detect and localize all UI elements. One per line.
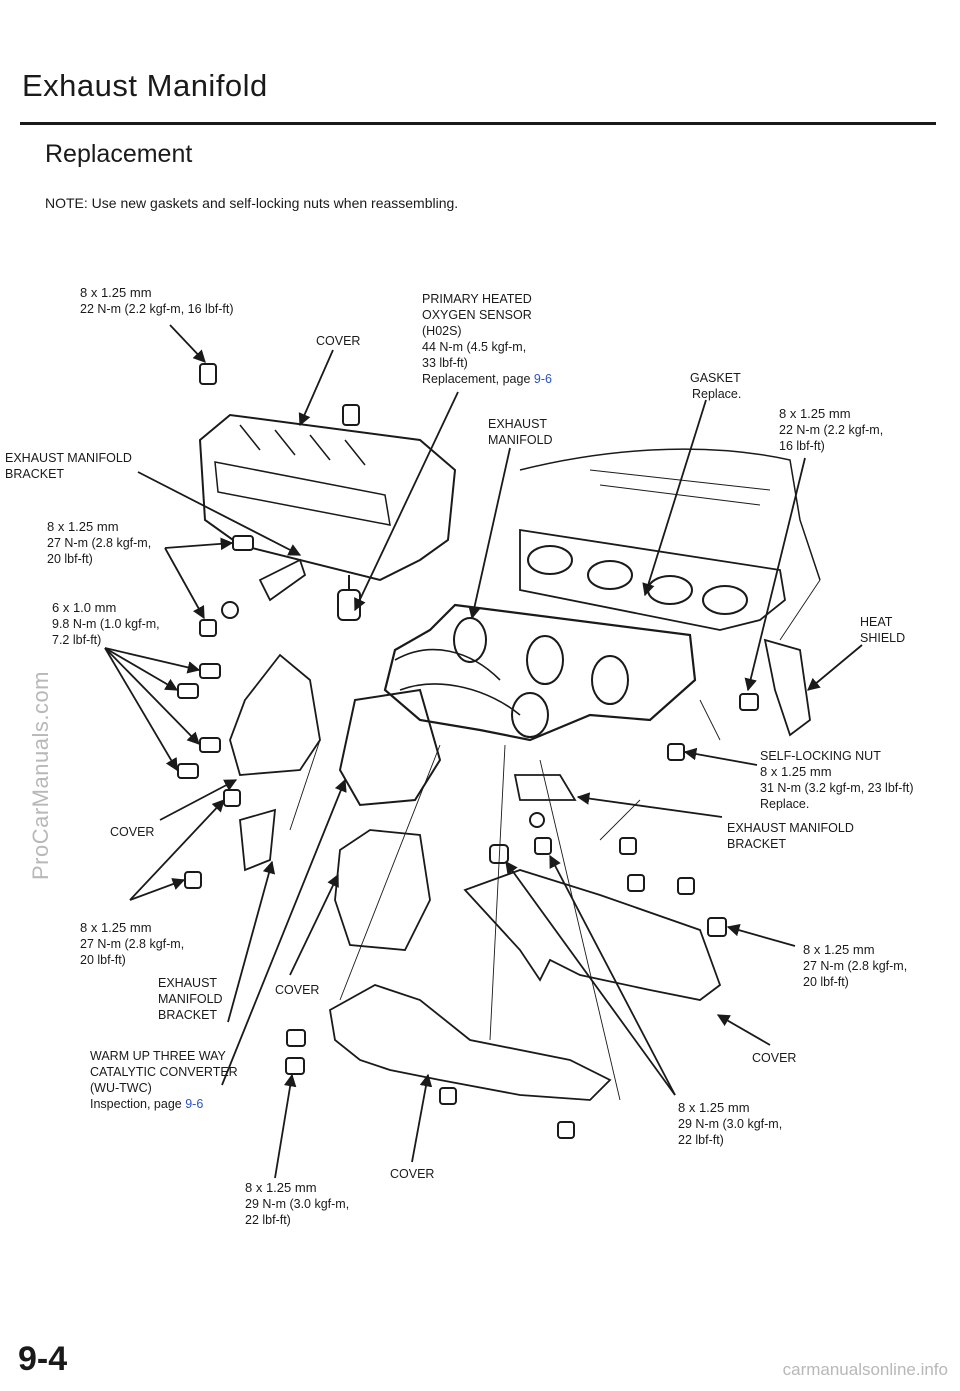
label-bolt-top-right: 8 x 1.25 mm 22 N-m (2.2 kgf-m, 16 lbf-ft…	[779, 406, 884, 453]
lower-bracket-shape	[463, 869, 722, 1001]
label-bolt-right-2: 8 x 1.25 mm 29 N-m (3.0 kgf-m, 22 lbf-ft…	[678, 1100, 783, 1147]
label-catalytic-converter: WARM UP THREE WAY CATALYTIC CONVERTER (W…	[90, 1049, 238, 1111]
label-bolt-left-2: 6 x 1.0 mm 9.8 N-m (1.0 kgf-m, 7.2 lbf-f…	[52, 600, 160, 647]
label-bolt-top-left: 8 x 1.25 mm 22 N-m (2.2 kgf-m, 16 lbf-ft…	[80, 285, 234, 316]
label-bracket-right: EXHAUST MANIFOLD BRACKET	[727, 821, 854, 851]
bracket-left-shape	[258, 558, 307, 602]
page-title: Exhaust Manifold	[22, 68, 268, 103]
watermark-footer: carmanualsonline.info	[782, 1360, 948, 1379]
bracket-right-shape	[513, 774, 577, 801]
label-heat-shield: HEAT SHIELD	[860, 615, 906, 645]
lower-center-cover-shape	[334, 829, 431, 951]
bottom-cover-shape	[329, 984, 612, 1101]
engine-block-outline	[519, 448, 821, 581]
label-cover-bottom: COVER	[390, 1167, 435, 1181]
label-cover-mid: COVER	[275, 983, 320, 997]
page-number: 9-4	[18, 1340, 68, 1378]
section-subtitle: Replacement	[45, 140, 193, 168]
label-gasket: GASKET Replace.	[690, 371, 742, 401]
title-rule	[20, 122, 936, 125]
watermark-side: ProCarManuals.com	[28, 670, 53, 880]
label-cover-right: COVER	[752, 1051, 797, 1065]
label-cover-top: COVER	[316, 334, 361, 348]
link-page-9-6-sensor[interactable]: 9-6	[533, 372, 552, 386]
upper-cover-shape	[198, 413, 457, 582]
label-bolt-bottom: 8 x 1.25 mm 29 N-m (3.0 kgf-m, 22 lbf-ft…	[245, 1180, 350, 1227]
reassembly-note: NOTE: Use new gaskets and self-locking n…	[45, 195, 459, 211]
exhaust-manifold-shape	[383, 603, 697, 742]
label-bracket-left: EXHAUST MANIFOLD BRACKET	[5, 451, 132, 481]
label-bolt-right-1: 8 x 1.25 mm 27 N-m (2.8 kgf-m, 20 lbf-ft…	[803, 942, 908, 989]
left-cover-shape	[229, 653, 321, 776]
label-self-locking-nut: SELF-LOCKING NUT 8 x 1.25 mm 31 N-m (3.2…	[760, 749, 914, 811]
heat-shield-shape	[763, 638, 811, 737]
label-bolt-left-3: 8 x 1.25 mm 27 N-m (2.8 kgf-m, 20 lbf-ft…	[80, 920, 185, 967]
gasket-shape	[519, 528, 786, 631]
label-bracket-lower: EXHAUST MANIFOLD BRACKET	[158, 976, 223, 1022]
catalytic-converter-shape	[338, 688, 442, 807]
label-exhaust-manifold: EXHAUST MANIFOLD	[488, 417, 553, 447]
bracket-lower-left-shape	[239, 808, 277, 872]
label-bolt-left-1: 8 x 1.25 mm 27 N-m (2.8 kgf-m, 20 lbf-ft…	[47, 519, 152, 566]
link-page-9-6-converter[interactable]: 9-6	[185, 1097, 204, 1111]
label-primary-oxygen-sensor: PRIMARY HEATED OXYGEN SENSOR (H02S) 44 N…	[422, 292, 552, 386]
label-cover-left: COVER	[110, 825, 155, 839]
